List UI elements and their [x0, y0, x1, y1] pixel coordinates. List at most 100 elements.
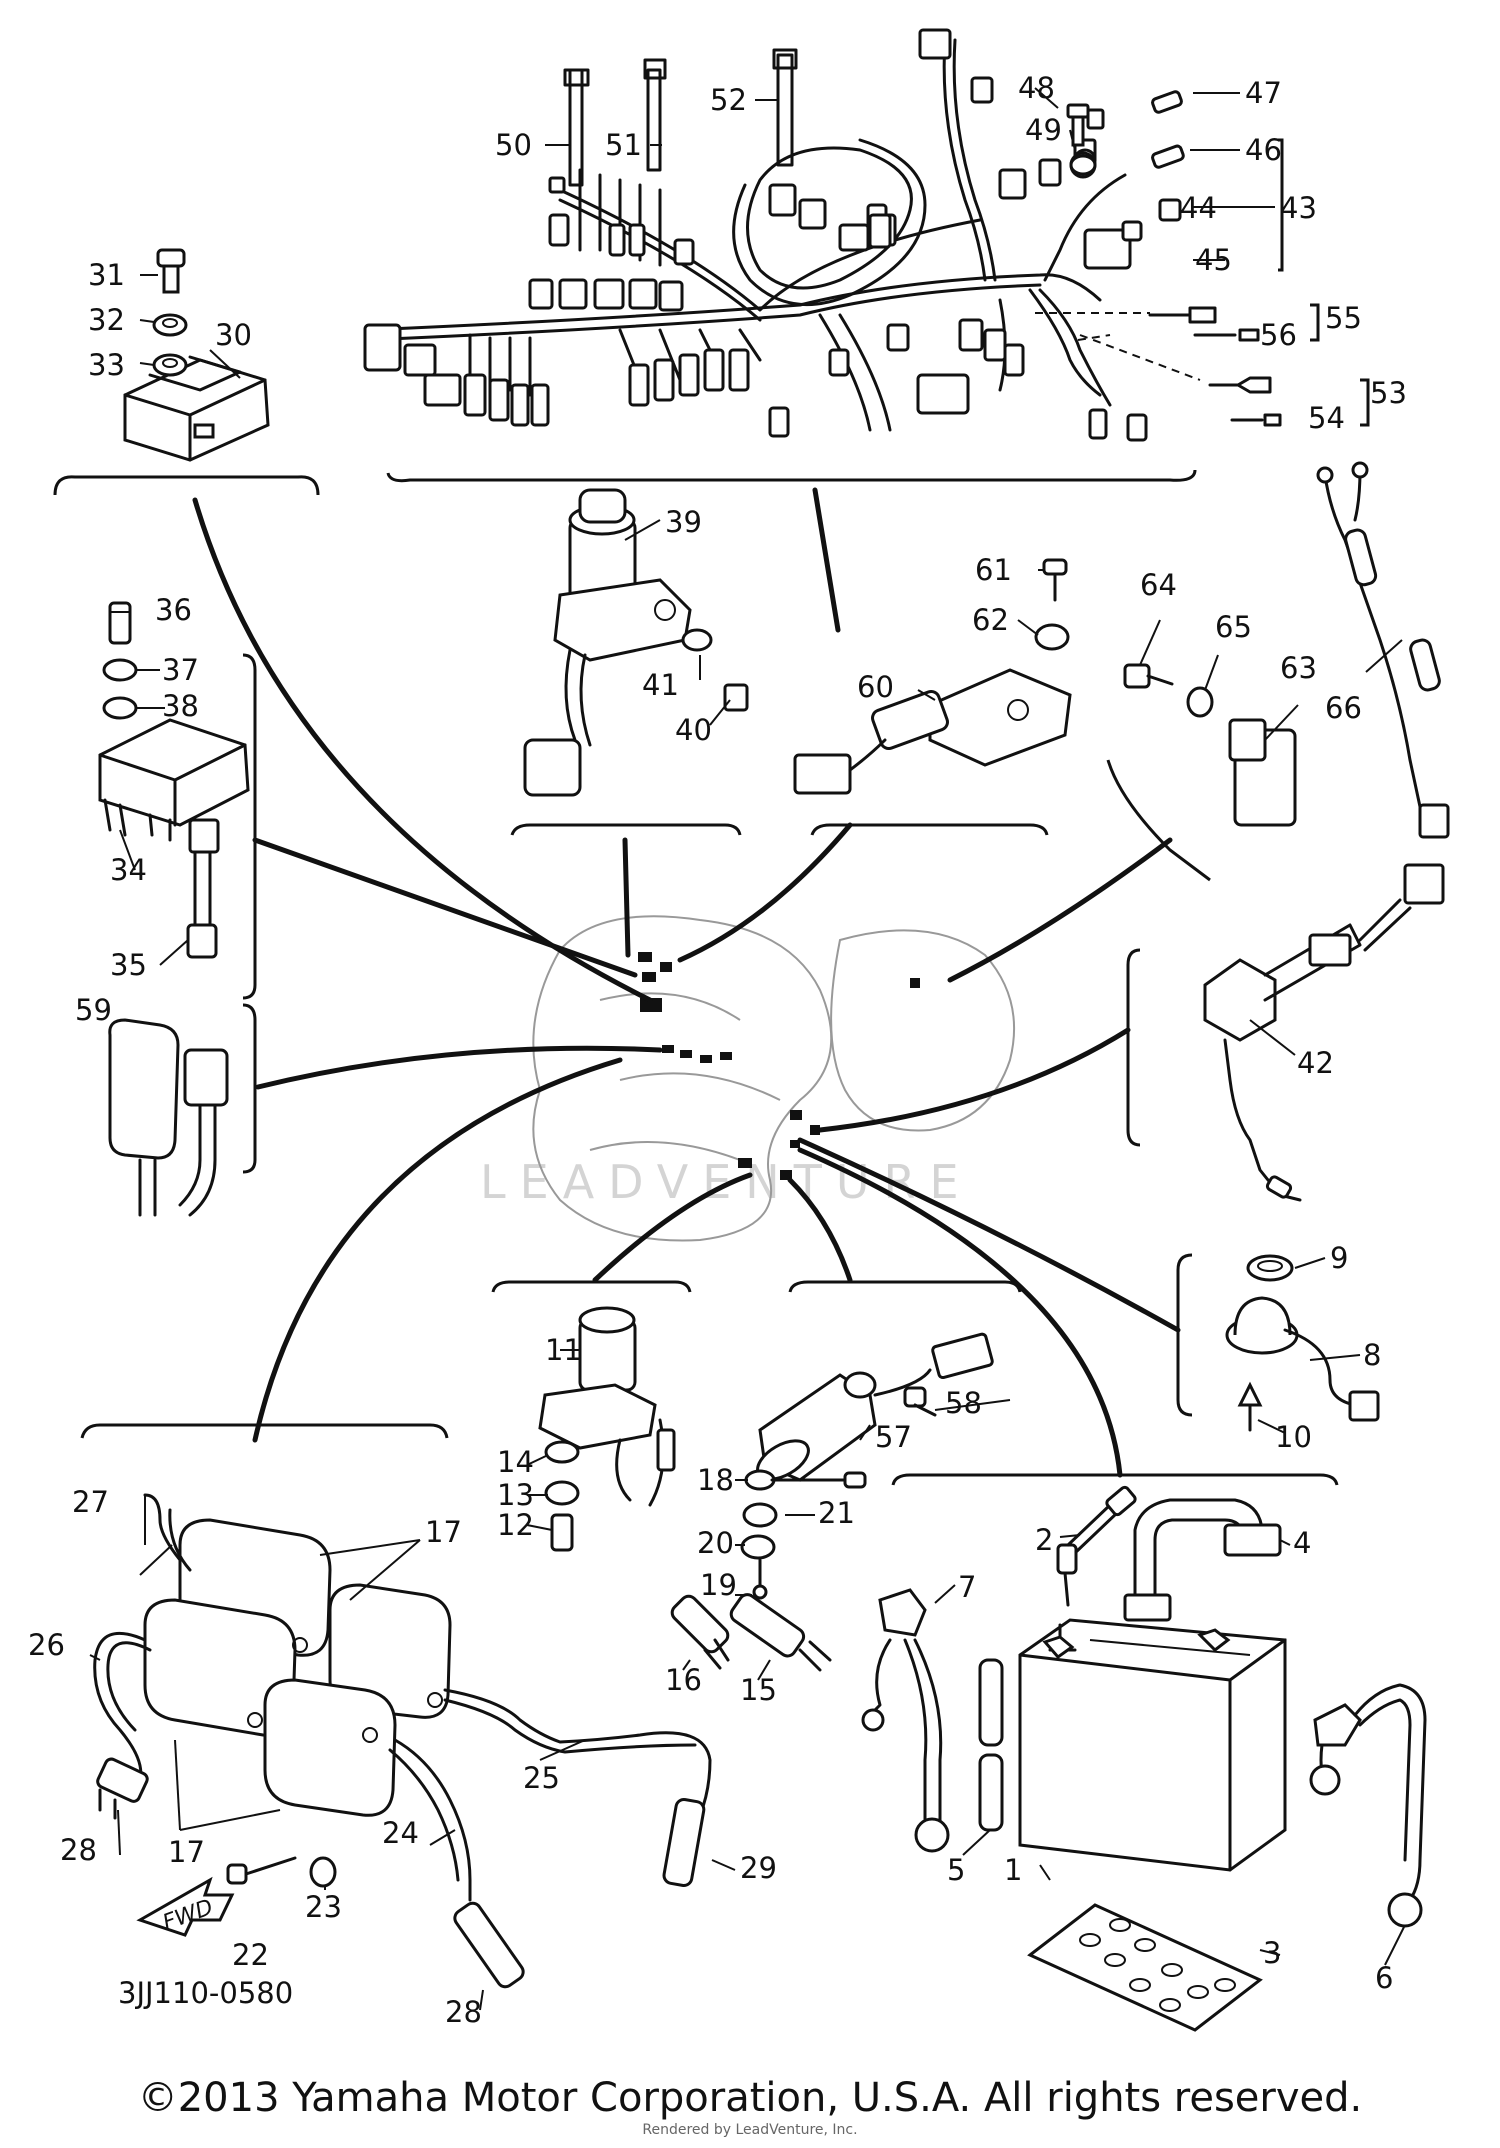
callout-65: 65 — [1215, 610, 1252, 644]
connector-35 — [186, 923, 218, 959]
relay-59 — [108, 1018, 229, 1217]
callout-43: 43 — [1280, 191, 1317, 225]
grommet-21 — [742, 1502, 778, 1528]
fwd-arrow: FWD — [136, 1876, 235, 1937]
callout-12: 12 — [497, 1508, 534, 1542]
battery-pad-3 — [1027, 1903, 1263, 2032]
screw-10 — [1237, 1381, 1263, 1432]
callout-50: 50 — [495, 128, 532, 162]
callout-19: 19 — [700, 1568, 737, 1602]
callout-52: 52 — [710, 83, 747, 117]
callout-27: 27 — [72, 1485, 109, 1519]
callout-28a: 28 — [60, 1833, 97, 1867]
callout-51: 51 — [605, 128, 642, 162]
callout-21: 21 — [818, 1496, 855, 1530]
callout-8: 8 — [1363, 1338, 1381, 1372]
callout-48: 48 — [1018, 71, 1055, 105]
plug-lead-26 — [93, 1631, 152, 1782]
callout-7: 7 — [958, 1570, 976, 1604]
callout-62: 62 — [972, 603, 1009, 637]
igniter-unit-30 — [123, 355, 270, 462]
washer-49 — [1069, 154, 1097, 176]
relay-11 — [538, 1306, 676, 1507]
battery-lead-6 — [1309, 1683, 1427, 1928]
callout-32: 32 — [88, 303, 125, 337]
nut-13 — [544, 1480, 580, 1506]
bolt-31 — [156, 248, 186, 294]
callout-46: 46 — [1245, 133, 1282, 167]
routing-lines — [192, 487, 1181, 1478]
breather-tube-5 — [978, 1658, 1004, 1832]
relay-63 — [1228, 718, 1297, 827]
callout-13: 13 — [497, 1478, 534, 1512]
callout-26: 26 — [28, 1628, 65, 1662]
callout-34: 34 — [110, 853, 147, 887]
callout-28b: 28 — [445, 1995, 482, 2029]
callout-3: 3 — [1263, 1936, 1281, 1970]
washer-14 — [544, 1440, 580, 1464]
callout-47: 47 — [1245, 76, 1282, 110]
bolt-12 — [550, 1513, 574, 1552]
callout-14: 14 — [497, 1445, 534, 1479]
callout-41: 41 — [642, 668, 679, 702]
callout-63: 63 — [1280, 651, 1317, 685]
callout-11: 11 — [545, 1333, 582, 1367]
callout-35: 35 — [110, 948, 147, 982]
lead-7 — [861, 1588, 950, 1853]
screw-36 — [108, 601, 132, 645]
part-57 — [756, 1332, 994, 1482]
callout-36: 36 — [155, 593, 192, 627]
diagram-code: 3JJ110-0580 — [118, 1976, 293, 2010]
screw-58 — [903, 1386, 937, 1417]
cable-ties — [563, 48, 798, 187]
nut-20 — [740, 1534, 776, 1560]
callout-38: 38 — [162, 689, 199, 723]
callout-10: 10 — [1275, 1420, 1312, 1454]
leader-lines — [89, 87, 1406, 2011]
regulator-34 — [98, 718, 250, 927]
part-60 — [793, 668, 1072, 795]
washer-41 — [681, 628, 713, 652]
breather-2 — [1056, 1485, 1137, 1607]
sender-8 — [1225, 1296, 1380, 1422]
screw-19 — [752, 1558, 768, 1600]
callout-1: 1 — [1004, 1853, 1022, 1887]
gasket-9 — [1246, 1254, 1294, 1282]
callout-6: 6 — [1375, 1961, 1393, 1995]
callout-31: 31 — [88, 258, 125, 292]
wire-harness — [363, 28, 1148, 442]
plug-lead-25 — [443, 1688, 712, 1817]
main-switch-39 — [523, 488, 692, 797]
callout-61: 61 — [975, 553, 1012, 587]
washer-65 — [1186, 686, 1214, 718]
callout-4: 4 — [1293, 1526, 1311, 1560]
grommet-62 — [1034, 623, 1070, 651]
callout-30: 30 — [215, 318, 252, 352]
callout-17a: 17 — [425, 1515, 462, 1549]
rendered-by-note: Rendered by LeadVenture, Inc. — [642, 2122, 858, 2138]
group-brackets — [53, 138, 1370, 1486]
callout-39: 39 — [665, 505, 702, 539]
callout-49: 49 — [1025, 113, 1062, 147]
callout-18: 18 — [697, 1463, 734, 1497]
callout-24: 24 — [382, 1816, 419, 1850]
switch-15 — [729, 1593, 832, 1672]
callout-29: 29 — [740, 1851, 777, 1885]
screw-61 — [1042, 558, 1068, 602]
connection-points — [638, 952, 920, 1180]
washer-37 — [102, 658, 138, 682]
callout-40: 40 — [675, 713, 712, 747]
battery-band-4 — [1123, 1498, 1282, 1622]
callout-22: 22 — [232, 1938, 269, 1972]
lead-66 — [1316, 461, 1450, 839]
bolt-48 — [1066, 103, 1090, 147]
callout-64: 64 — [1140, 568, 1177, 602]
washer-23 — [309, 1856, 337, 1888]
callout-53: 53 — [1370, 376, 1407, 410]
callout-labels: 1 2 3 4 5 6 7 8 9 10 11 12 13 14 15 16 1… — [28, 71, 1407, 2029]
callout-2: 2 — [1035, 1523, 1053, 1557]
callout-37: 37 — [162, 653, 199, 687]
callout-33: 33 — [88, 348, 125, 382]
callout-58: 58 — [945, 1386, 982, 1420]
callout-23: 23 — [305, 1890, 342, 1924]
